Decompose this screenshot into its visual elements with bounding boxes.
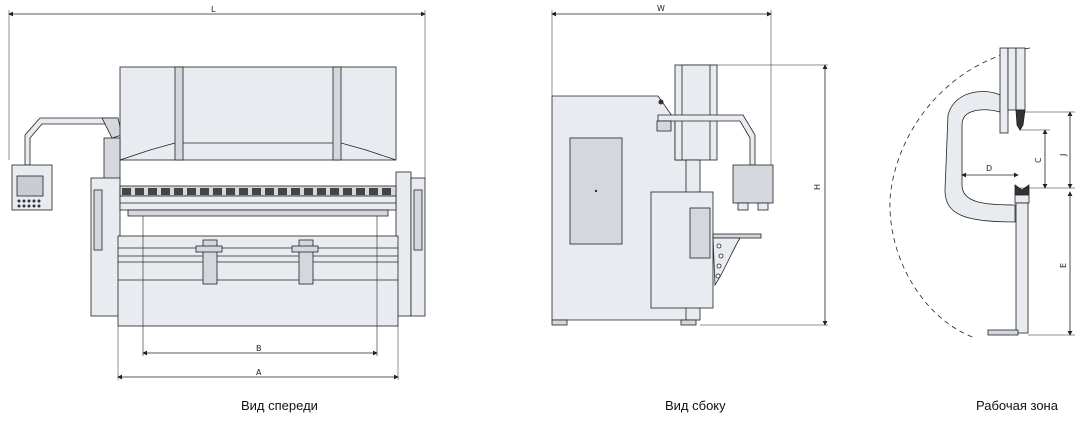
caption-side-view: Вид сбоку xyxy=(665,398,726,413)
dim-label-J: J xyxy=(1059,154,1068,157)
clamp-block xyxy=(213,188,222,195)
dim-label-H: H xyxy=(813,184,822,190)
dim-label-C: C xyxy=(1034,157,1043,163)
clamp-block xyxy=(291,188,300,195)
clamp-block xyxy=(174,188,183,195)
caption-work-zone: Рабочая зона xyxy=(976,398,1058,413)
clamp-block xyxy=(317,188,326,195)
dim-label-B: B xyxy=(256,344,262,353)
clamp-block xyxy=(304,188,313,195)
clamp-block xyxy=(330,188,339,195)
side-view xyxy=(551,10,828,326)
clamp-block xyxy=(122,188,131,195)
clamp-block xyxy=(265,188,274,195)
clamp-block xyxy=(161,188,170,195)
clamp-block xyxy=(369,188,378,195)
dim-label-L: L xyxy=(211,5,216,14)
dim-label-D: D xyxy=(986,164,992,173)
clamp-block xyxy=(278,188,287,195)
clamp-block xyxy=(343,188,352,195)
front-view xyxy=(8,10,426,380)
caption-front-view: Вид спереди xyxy=(241,398,318,413)
clamp-block xyxy=(226,188,235,195)
clamp-block xyxy=(187,188,196,195)
envelope-outline xyxy=(889,47,1031,339)
clamp-block xyxy=(239,188,248,195)
clamp-block xyxy=(148,188,157,195)
clamp-block xyxy=(135,188,144,195)
clamp-block xyxy=(252,188,261,195)
side-control-panel xyxy=(732,164,774,204)
tool-clamps xyxy=(122,188,391,195)
dim-label-A: A xyxy=(256,368,262,377)
dim-label-E: E xyxy=(1059,263,1068,268)
clamp-block xyxy=(356,188,365,195)
work-zone-view xyxy=(889,47,1075,339)
clamp-block xyxy=(382,188,391,195)
dim-label-W: W xyxy=(657,4,665,13)
clamp-block xyxy=(200,188,209,195)
